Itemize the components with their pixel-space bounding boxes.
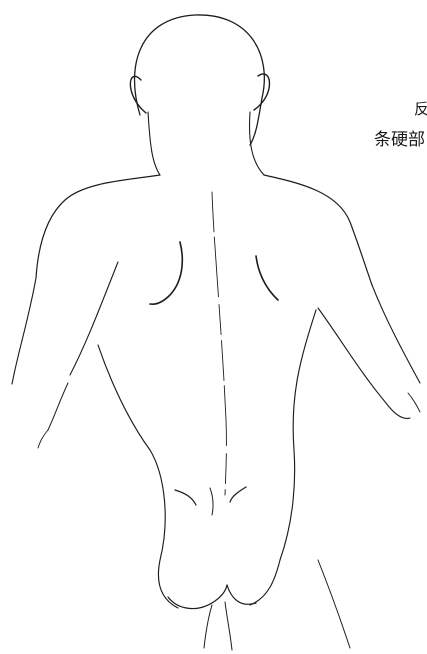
- left-leg: [203, 604, 213, 649]
- left-forearm: [37, 429, 49, 449]
- right-lower-back-dimple: [229, 486, 247, 503]
- left-lower-back-dimple: [174, 489, 197, 506]
- neck-right: [249, 111, 265, 176]
- cropped-text-bottom: 条硬部: [374, 130, 425, 150]
- sacrum-mark: [209, 487, 214, 516]
- left-shoulder: [35, 174, 161, 279]
- right-shoulder: [263, 174, 373, 286]
- torso-right-side: [249, 309, 317, 606]
- right-ear: [253, 73, 271, 111]
- left-elbow: [47, 382, 69, 431]
- torso-left-side: [97, 344, 179, 609]
- spine: [211, 191, 227, 496]
- right-hand: [407, 392, 421, 413]
- left-shoulder-blade: [149, 241, 184, 305]
- neck-left: [147, 111, 161, 176]
- right-shoulder-blade: [255, 255, 279, 301]
- right-arm-inner: [317, 307, 411, 419]
- right-leg: [224, 601, 233, 651]
- right-arm-outer: [371, 284, 421, 384]
- left-arm-outer: [11, 277, 37, 385]
- left-arm-inner: [69, 261, 119, 376]
- leg-right-outer: [317, 559, 351, 649]
- head-outline: [133, 14, 265, 146]
- buttocks-right: [226, 584, 257, 605]
- left-ear: [129, 75, 147, 114]
- cropped-text-top: 反: [414, 100, 427, 118]
- buttocks-left: [167, 584, 228, 610]
